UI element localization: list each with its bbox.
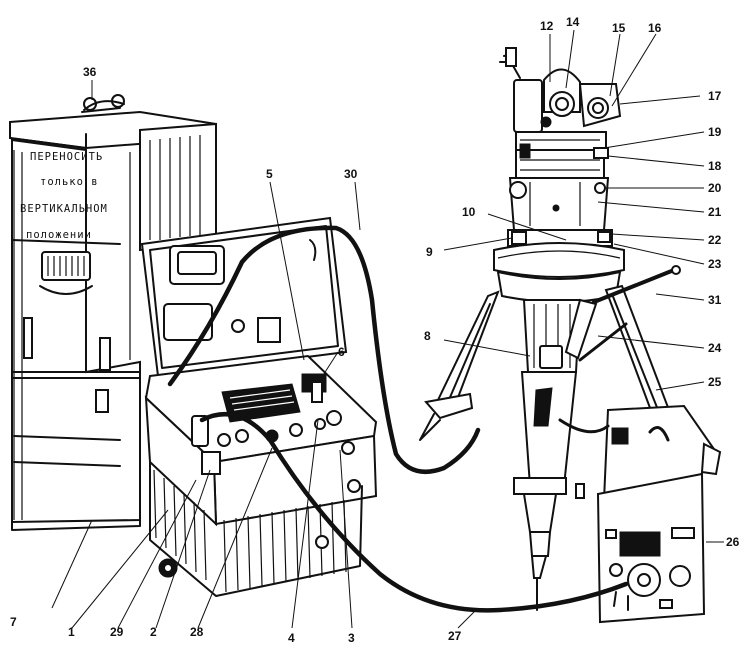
callout-20: 20 bbox=[708, 181, 722, 195]
case-label-line-4: положении bbox=[26, 229, 92, 241]
callout-21: 21 bbox=[708, 205, 722, 219]
callout-numbers: 36 5 30 6 7 1 29 2 28 4 3 27 8 9 10 12 1… bbox=[10, 15, 740, 645]
transport-case: ПЕРЕНОСИТЬ только в ВЕРТИКАЛЬНОМ положен… bbox=[9, 94, 217, 531]
callout-30: 30 bbox=[344, 167, 358, 181]
callout-31: 31 bbox=[708, 293, 722, 307]
callout-15: 15 bbox=[612, 21, 626, 35]
callout-7: 7 bbox=[10, 615, 17, 629]
callout-5: 5 bbox=[266, 167, 273, 181]
callout-10: 10 bbox=[462, 205, 476, 219]
callout-8: 8 bbox=[424, 329, 431, 343]
callout-12: 12 bbox=[540, 19, 554, 33]
tripod-instrument bbox=[419, 47, 722, 624]
case-label-line-2: только в bbox=[40, 176, 99, 188]
callout-17: 17 bbox=[708, 89, 722, 103]
callout-4: 4 bbox=[288, 631, 295, 645]
callout-2: 2 bbox=[150, 625, 157, 639]
callout-1: 1 bbox=[68, 625, 75, 639]
callout-25: 25 bbox=[708, 375, 722, 389]
callout-27: 27 bbox=[448, 629, 462, 643]
callout-14: 14 bbox=[566, 15, 580, 29]
callout-19: 19 bbox=[708, 125, 722, 139]
callout-26: 26 bbox=[726, 535, 740, 549]
callout-28: 28 bbox=[190, 625, 204, 639]
callout-36: 36 bbox=[83, 65, 97, 79]
case-label-line-1: ПЕРЕНОСИТЬ bbox=[30, 151, 103, 163]
leader-lines bbox=[51, 29, 724, 629]
callout-23: 23 bbox=[708, 257, 722, 271]
cables bbox=[167, 225, 629, 613]
callout-29: 29 bbox=[110, 625, 124, 639]
callout-3: 3 bbox=[348, 631, 355, 645]
callout-24: 24 bbox=[708, 341, 722, 355]
callout-6: 6 bbox=[338, 345, 345, 359]
case-label-line-3: ВЕРТИКАЛЬНОМ bbox=[20, 203, 108, 215]
callout-22: 22 bbox=[708, 233, 722, 247]
callout-16: 16 bbox=[648, 21, 662, 35]
control-unit bbox=[140, 216, 378, 597]
callout-9: 9 bbox=[426, 245, 433, 259]
callout-18: 18 bbox=[708, 159, 722, 173]
